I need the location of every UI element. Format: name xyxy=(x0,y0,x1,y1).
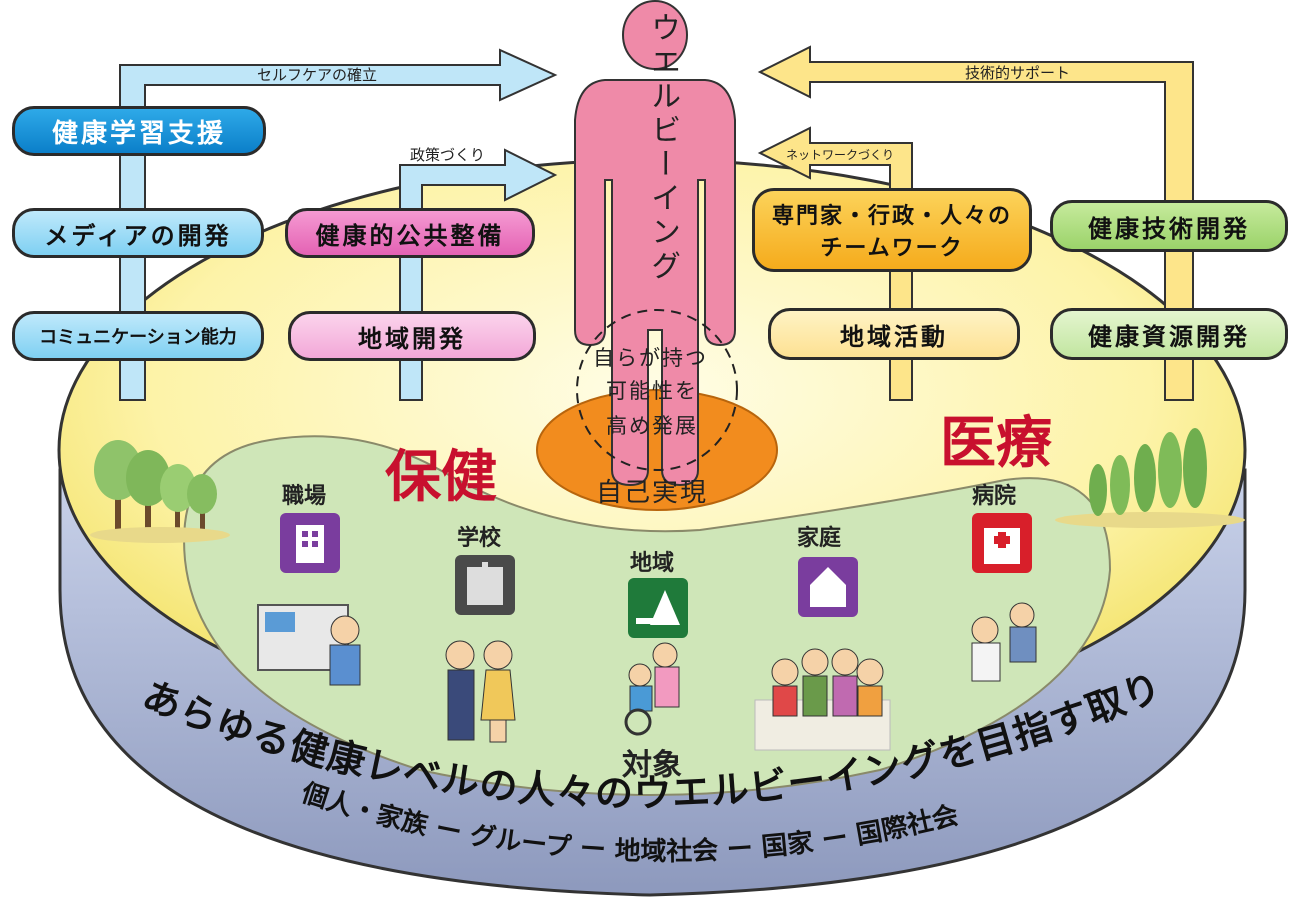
public-health-box: 健康的公共整備 xyxy=(285,208,535,258)
setting-school: 学校 xyxy=(457,526,502,551)
trees-right xyxy=(1055,428,1245,528)
setting-hospital: 病院 xyxy=(972,484,1017,509)
hospital-scene xyxy=(971,602,1037,682)
setting-workplace: 職場 xyxy=(282,484,327,509)
potential-line3: 高め発展 xyxy=(606,414,698,438)
school-icon xyxy=(455,555,515,615)
community-dev-box: 地域開発 xyxy=(288,311,536,361)
network-label: ネットワークづくり xyxy=(786,148,895,162)
workplace-icon xyxy=(280,513,340,573)
potential-circle xyxy=(576,309,738,471)
setting-home: 家庭 xyxy=(797,526,842,551)
home-icon xyxy=(798,557,858,617)
media-box: メディアの開発 xyxy=(12,208,264,258)
home-scene xyxy=(754,648,891,751)
trees-left xyxy=(90,440,230,543)
medical-label: 医療 xyxy=(940,411,1052,476)
community-icon xyxy=(628,578,688,638)
self-realization-oval xyxy=(536,389,778,511)
hospital-icon xyxy=(972,513,1032,573)
arrow-policy xyxy=(399,148,558,401)
health-learning-box: 健康学習支援 xyxy=(12,106,266,156)
selfcare-label: セルフケアの確立 xyxy=(257,66,378,84)
policy-label: 政策づくり xyxy=(410,146,486,164)
community-scene xyxy=(624,642,680,736)
setting-community: 地域 xyxy=(630,551,675,576)
school-scene xyxy=(445,640,516,743)
target-label: 対象 xyxy=(622,748,682,783)
potential-line2: 可能性を xyxy=(606,379,698,403)
communication-box: コミュニケーション能力 xyxy=(12,311,264,361)
community-activity-box: 地域活動 xyxy=(768,308,1020,360)
health-label: 保健 xyxy=(385,445,497,510)
self-realization-label: 自己実現 xyxy=(596,478,709,508)
tech-support-label: 技術的サポート xyxy=(965,64,1071,82)
potential-line1: 自らが持つ xyxy=(593,346,708,370)
wellbeing-label: ウエルビーイング xyxy=(645,12,680,284)
tech-dev-box: 健康技術開発 xyxy=(1050,200,1288,252)
wellbeing-figure xyxy=(574,0,736,487)
workplace-scene xyxy=(257,604,361,686)
resource-dev-box: 健康資源開発 xyxy=(1050,308,1288,360)
teamwork-box: 専門家・行政・人々の チームワーク xyxy=(752,188,1032,272)
